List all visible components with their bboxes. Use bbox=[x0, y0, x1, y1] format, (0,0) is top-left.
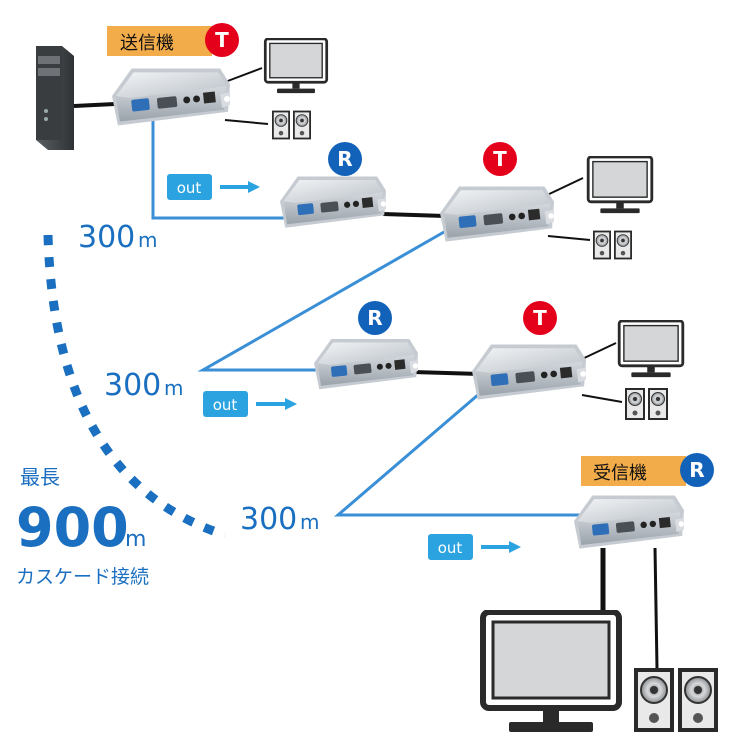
max-label: 最長 bbox=[20, 465, 60, 489]
t-badge-text: T bbox=[493, 147, 507, 171]
t-badge-text: T bbox=[533, 306, 547, 330]
r-badge-2: R bbox=[358, 301, 392, 335]
speaker-icon bbox=[272, 110, 290, 140]
cat-cable-3 bbox=[333, 380, 590, 517]
distance-value: 300 bbox=[240, 502, 297, 537]
link-cable-1 bbox=[382, 212, 446, 218]
speaker-pair-large bbox=[634, 668, 718, 732]
t-badge-3: T bbox=[523, 301, 557, 335]
distance-label-1: 300 m bbox=[78, 220, 157, 255]
r-badge-label: R bbox=[689, 458, 704, 482]
distance-unit: m bbox=[164, 376, 183, 400]
distance-value: 300 bbox=[104, 368, 161, 403]
out-label: out bbox=[213, 396, 238, 414]
speaker-icon bbox=[678, 668, 718, 732]
out-tag-1: out bbox=[167, 174, 260, 200]
link-cable-2 bbox=[412, 370, 481, 376]
transmitter-label: 送信機 bbox=[120, 33, 174, 54]
max-unit: m bbox=[125, 527, 146, 552]
receiver-speaker-cable bbox=[653, 547, 659, 669]
speaker-icon bbox=[634, 668, 674, 732]
speaker-cable-1 bbox=[224, 119, 269, 125]
speaker-pair-1 bbox=[272, 110, 311, 140]
distance-unit: m bbox=[138, 228, 157, 252]
monitor-cable-1 bbox=[224, 67, 263, 83]
pc-cable bbox=[73, 102, 116, 108]
out-tag-2: out bbox=[203, 391, 297, 417]
arrow-right-icon bbox=[481, 541, 521, 553]
max-value: 900 bbox=[16, 496, 129, 559]
out-label: out bbox=[177, 179, 202, 197]
r-badge-1: R bbox=[328, 142, 362, 176]
speaker-icon bbox=[593, 230, 611, 260]
distance-value: 300 bbox=[78, 220, 135, 255]
extender-box-transmitter bbox=[112, 68, 230, 126]
monitor-icon-2 bbox=[586, 156, 654, 214]
extender-box-transmitter-2 bbox=[440, 186, 554, 242]
speaker-icon bbox=[648, 388, 668, 420]
speaker-icon bbox=[293, 110, 311, 140]
r-badge-text: R bbox=[367, 306, 382, 330]
t-badge-label: T bbox=[215, 28, 229, 52]
monitor-icon-3 bbox=[617, 320, 685, 378]
speaker-pair-3 bbox=[625, 388, 668, 420]
cascade-label: カスケード接続 bbox=[16, 566, 149, 588]
receiver-tag: 受信機 R bbox=[581, 453, 714, 487]
speaker-icon bbox=[614, 230, 632, 260]
monitor-cable-2 bbox=[544, 177, 584, 197]
cat-cable-1 bbox=[151, 116, 290, 220]
extender-box-transmitter-3 bbox=[472, 344, 586, 400]
speaker-cable-3 bbox=[581, 394, 623, 403]
cat-cable-2 bbox=[197, 222, 459, 372]
arrow-right-icon bbox=[220, 181, 260, 193]
max-distance-block: 最長 900 m カスケード接続 bbox=[16, 465, 149, 588]
transmitter-tag: 送信機 T bbox=[107, 23, 239, 57]
extender-box-receiver-1 bbox=[280, 176, 386, 228]
speaker-icon bbox=[625, 388, 645, 420]
pc-tower-icon bbox=[36, 46, 74, 150]
distance-label-3: 300 m bbox=[240, 502, 319, 537]
monitor-icon-large bbox=[483, 612, 619, 732]
distance-unit: m bbox=[300, 510, 319, 534]
monitor-cable-3 bbox=[579, 342, 617, 361]
t-badge-2: T bbox=[483, 142, 517, 176]
speaker-pair-2 bbox=[593, 230, 632, 260]
r-badge-text: R bbox=[337, 147, 352, 171]
out-tag-3: out bbox=[428, 534, 521, 560]
distance-label-2: 300 m bbox=[104, 368, 183, 403]
speaker-cable-2 bbox=[547, 235, 591, 241]
arrow-right-icon bbox=[256, 398, 297, 410]
cables bbox=[73, 67, 659, 669]
receiver-label: 受信機 bbox=[593, 463, 647, 484]
dotted-arc bbox=[43, 234, 227, 540]
extender-box-receiver-2 bbox=[314, 339, 418, 390]
extender-box-receiver-final bbox=[574, 495, 684, 549]
monitor-icon-1 bbox=[263, 38, 329, 94]
out-label: out bbox=[438, 539, 463, 557]
